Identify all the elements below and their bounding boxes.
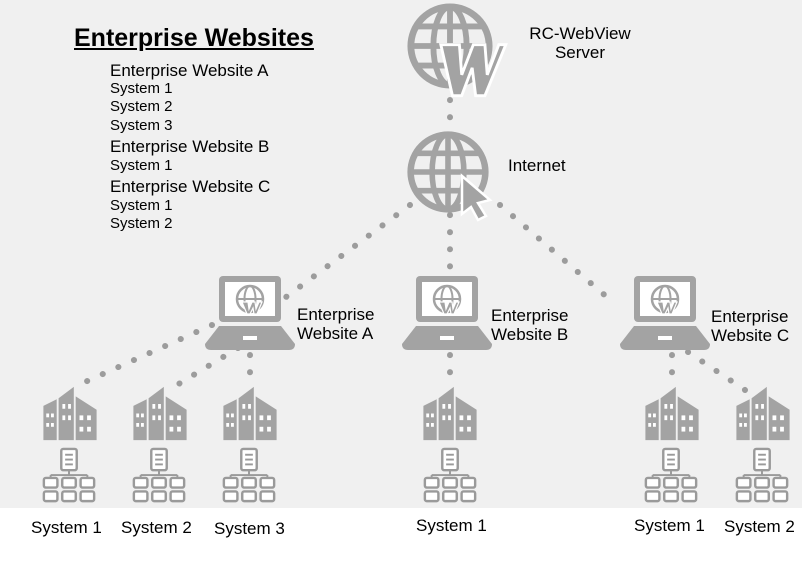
laptop-w-icon [402, 274, 492, 352]
rack-icon [423, 447, 477, 503]
legend-site-a-system: System 2 [110, 98, 173, 115]
connector-internet-website-a [279, 202, 413, 303]
system-label: System 3 [214, 519, 285, 538]
rack-icon [132, 447, 186, 503]
server-label-line1: RC-WebView [529, 24, 631, 43]
website-a-label-line1: Enterprise [297, 305, 375, 324]
website-a-label-line2: Website A [297, 323, 374, 343]
legend-site-a-system: System 3 [110, 117, 173, 134]
rack-icon [42, 447, 96, 503]
legend-site-c-system: System 1 [110, 197, 173, 214]
website-b-label-line1: Enterprise [491, 306, 569, 325]
legend-site-b: Enterprise Website B [110, 137, 270, 156]
server-label-line2: Server [554, 42, 606, 62]
connectors [82, 97, 748, 393]
legend-site-c: Enterprise Website C [110, 177, 271, 196]
legend-site-b-system: System 1 [110, 157, 173, 174]
cursor-icon [460, 173, 493, 222]
building-icon [43, 386, 97, 441]
building-icon [223, 386, 277, 441]
legend-title: Enterprise Websites [74, 24, 314, 52]
building-icon [423, 386, 477, 441]
internet-label: Internet [508, 156, 566, 175]
legend-site-a-system: System 1 [110, 80, 173, 97]
system-label: System 2 [121, 518, 192, 537]
internet-node [411, 135, 493, 222]
website-b-label-line2: Website B [491, 324, 569, 344]
website-a-label: Enterprise Website A [297, 305, 375, 343]
legend-site-a: Enterprise Website A [110, 61, 269, 80]
building-icon [645, 386, 699, 441]
legend-site-c-system: System 2 [110, 215, 173, 232]
connector-website-a-system-1 [82, 322, 215, 385]
system-label: System 1 [31, 518, 102, 537]
rack-icon [222, 447, 276, 503]
systems [42, 386, 790, 503]
system-label: System 2 [724, 517, 795, 536]
website-b-label: Enterprise Website B [491, 306, 569, 344]
rc-webview-server-node [411, 7, 508, 98]
rack-icon [644, 447, 698, 503]
w-logo-icon [438, 42, 508, 98]
building-icon [133, 386, 187, 441]
website-c-label-line2: Website C [711, 325, 790, 345]
server-label: RC-WebView Server [520, 24, 640, 62]
laptop-w-icon [620, 274, 710, 352]
system-label: System 1 [416, 516, 487, 535]
system-label: System 1 [634, 516, 705, 535]
website-c-label: Enterprise Website C [711, 307, 790, 345]
connector-internet-website-c [497, 202, 611, 301]
website-c-label-line1: Enterprise [711, 307, 789, 326]
connector-website-c-system-2 [685, 349, 748, 393]
building-icon [736, 386, 790, 441]
rack-icon [735, 447, 789, 503]
connector-website-a-system-2 [169, 345, 241, 391]
laptop-w-icon [205, 274, 295, 352]
